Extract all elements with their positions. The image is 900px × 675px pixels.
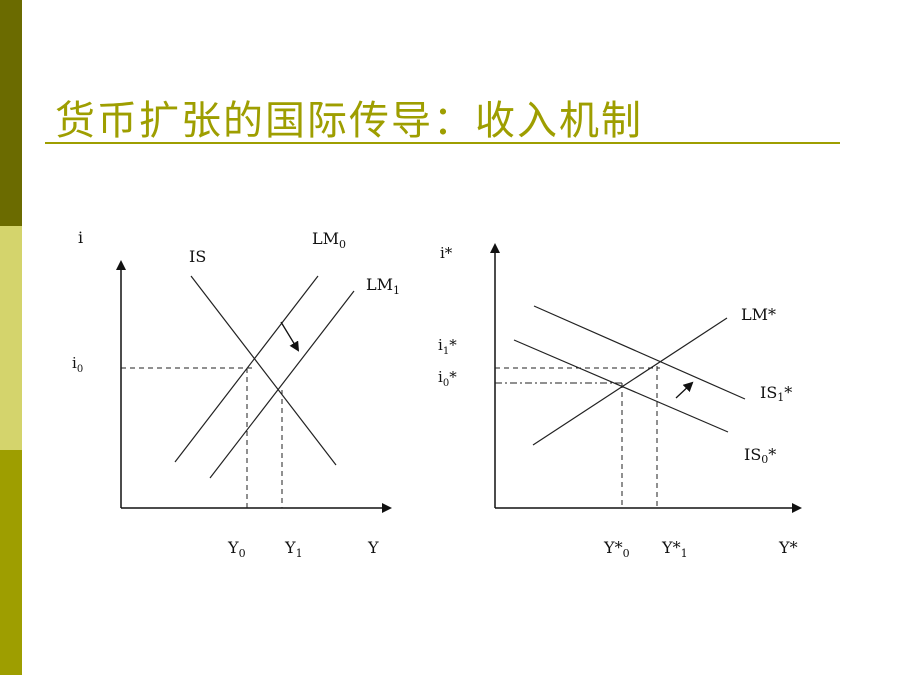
left-i0-label: i0	[72, 354, 83, 375]
left-shift-arrow	[280, 321, 300, 352]
sidebar-segment-top	[0, 0, 22, 226]
left-is-curve	[190, 275, 337, 466]
right-is0-curve	[513, 339, 729, 433]
right-lm-label: LM*	[741, 305, 776, 324]
slide-title: 货币扩张的国际传导：收入机制	[55, 98, 643, 144]
right-y-axis-label: i*	[440, 244, 453, 262]
right-is1-label: IS1*	[760, 383, 792, 404]
right-diagram: i* LM* IS1* IS0* i1* i0* Y*0 Y*1 Y*	[438, 243, 802, 560]
left-lm0-label: LM0	[312, 229, 346, 251]
left-x-axis-label: Y	[367, 538, 379, 557]
left-diagram: i IS LM0 LM1 i0 Y0 Y1 Y	[72, 228, 400, 560]
sidebar-bar	[0, 0, 22, 675]
right-i1-label: i1*	[438, 336, 457, 357]
left-y0-label: Y0	[227, 538, 246, 560]
right-is0-label: IS0*	[744, 445, 776, 466]
right-lm-curve	[532, 317, 728, 446]
right-y1-label: Y*1	[661, 538, 688, 560]
sidebar-segment-bottom	[0, 450, 22, 675]
right-x-axis-label: Y*	[778, 538, 798, 557]
sidebar-segment-middle	[0, 226, 22, 450]
right-is1-curve	[533, 305, 746, 400]
right-i0-label: i0*	[438, 368, 457, 389]
title-underline	[45, 142, 840, 144]
left-is-label: IS	[189, 247, 206, 266]
right-y0-label: Y*0	[603, 538, 630, 560]
right-shift-arrow	[675, 381, 694, 399]
left-lm1-label: LM1	[366, 275, 400, 297]
left-lm1-curve	[209, 290, 355, 479]
left-y-axis-label: i	[78, 228, 83, 247]
left-y1-label: Y1	[284, 538, 303, 560]
